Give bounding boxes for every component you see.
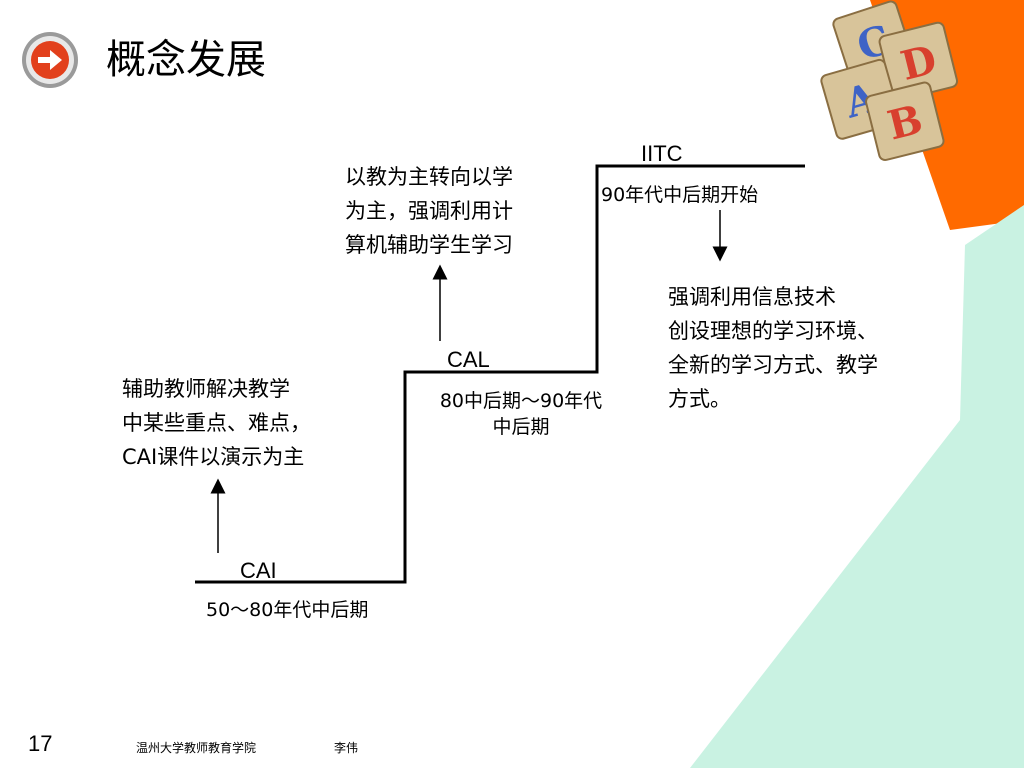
stage-iitc-label: IITC [641, 141, 683, 166]
stage-iitc-description-line: 全新的学习方式、教学 [668, 353, 878, 377]
stage-cai-description-line: CAI课件以演示为主 [122, 445, 305, 469]
stage-cal-period: 80中后期～90年代 中后期 [407, 388, 635, 440]
stage-cal-description-line: 以教为主转向以学 [345, 165, 513, 189]
stage-cal-label: CAL [447, 347, 490, 372]
arrow-right-circle-icon [22, 32, 78, 88]
abcd-letter-blocks-icon: C D A B [820, 0, 959, 162]
stage-cai-period: 50～80年代中后期 [206, 599, 369, 621]
page-title: 概念发展 [106, 37, 266, 83]
stage-iitc-description-line: 方式。 [668, 387, 731, 411]
stage-cai-description-line: 辅助教师解决教学 [122, 377, 290, 401]
page-number: 17 [28, 731, 53, 756]
mint-corner-shape [690, 205, 1024, 768]
stage-iitc-period: 90年代中后期开始 [601, 184, 759, 206]
footer-org: 温州大学教师教育学院 [136, 741, 257, 755]
stage-iitc-description-line: 强调利用信息技术 [668, 285, 836, 309]
stage-cal-period-line: 中后期 [492, 416, 550, 438]
stage-cai-description: 辅助教师解决教学 中某些重点、难点， CAI课件以演示为主 [122, 372, 311, 474]
stage-cal-description: 以教为主转向以学 为主，强调利用计 算机辅助学生学习 [345, 160, 513, 262]
stage-cai-label: CAI [240, 558, 277, 583]
stage-iitc-description: 强调利用信息技术 创设理想的学习环境、 全新的学习方式、教学 方式。 [668, 280, 878, 416]
stage-iitc-description-line: 创设理想的学习环境、 [668, 319, 878, 343]
stage-cal-description-line: 算机辅助学生学习 [345, 233, 513, 257]
stage-cai-description-line: 中某些重点、难点， [122, 411, 311, 435]
staircase-line [195, 164, 805, 584]
stage-cal-period-line: 80中后期～90年代 [439, 390, 603, 412]
footer-author: 李伟 [334, 741, 359, 755]
stage-cal-description-line: 为主，强调利用计 [345, 199, 513, 223]
